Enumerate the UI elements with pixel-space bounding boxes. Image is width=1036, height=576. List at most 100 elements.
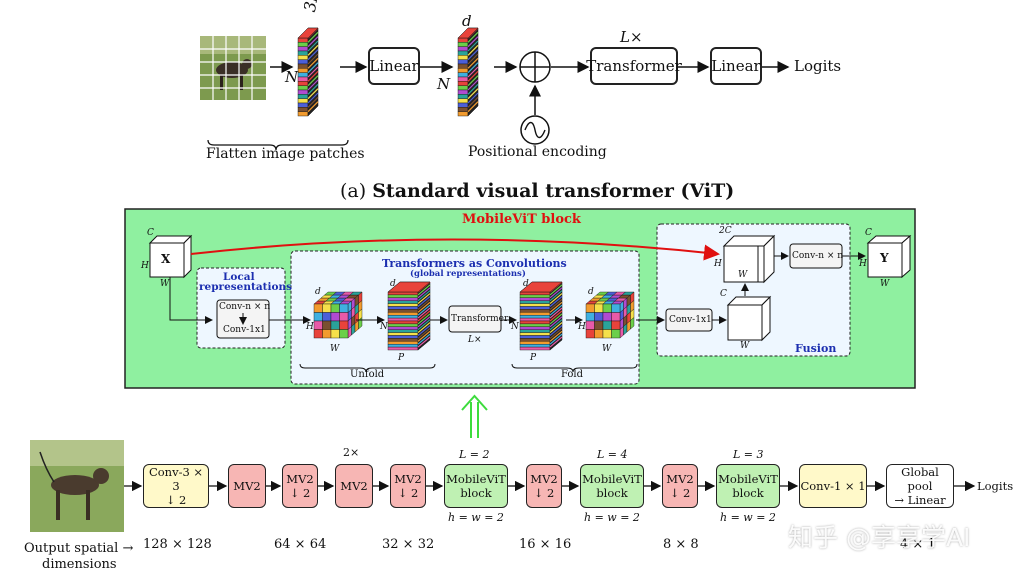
residual-arrow xyxy=(190,238,720,261)
fold-output-cube xyxy=(585,291,635,339)
tac-title: Transformers as Convolutions xyxy=(382,257,567,270)
stack4-d-label: d xyxy=(523,279,529,289)
pipeline-input-image xyxy=(30,440,124,532)
local-conv-1x1: Conv-1x1 xyxy=(223,325,266,335)
stage-global-pool: Global pool→ Linear xyxy=(886,464,954,508)
stack4-n-label: N xyxy=(511,322,519,332)
cube1-w-label: W xyxy=(330,344,340,354)
stage-conv3x3: Conv-3 × 3↓ 2 xyxy=(143,464,209,508)
x-label: X xyxy=(161,252,171,266)
fusion-conv1x1-label: Conv-1x1 xyxy=(669,315,712,325)
x-w-label: W xyxy=(160,279,170,289)
stage-mv2-4: MV2↓ 2 xyxy=(390,464,426,508)
stack3-n-label: N xyxy=(380,322,388,332)
block-title: MobileViT block xyxy=(462,212,581,227)
dim-4: 16 × 16 xyxy=(519,537,572,552)
vit-caption: (a) Standard visual transformer (ViT) xyxy=(340,180,734,202)
stage-mv2-6: MV2↓ 2 xyxy=(662,464,698,508)
l-value-2: L = 4 xyxy=(597,448,628,461)
projected-tensor-cube xyxy=(726,295,772,342)
caption-title: Standard visual transformer (ViT) xyxy=(372,180,735,202)
dim-5: 8 × 8 xyxy=(663,537,699,552)
stage-mv2-1: MV2 xyxy=(228,464,266,508)
block-lx-label: L× xyxy=(468,335,482,345)
local-title-1: Local xyxy=(223,271,255,283)
d-label: d xyxy=(462,12,472,30)
concat-tensor-cube xyxy=(722,234,776,284)
vit-patch-stack xyxy=(297,27,319,117)
stage-mv2-5: MV2↓ 2 xyxy=(526,464,562,508)
n-label-1: N xyxy=(285,68,299,86)
unfolded-patches-stack xyxy=(387,281,431,351)
linear-box-2: Linear xyxy=(710,47,762,85)
vit-embedding-stack xyxy=(457,27,479,117)
block-transformer-box xyxy=(448,305,502,333)
y-h-label: H xyxy=(859,259,867,269)
stage-conv1x1: Conv-1 × 1 xyxy=(799,464,867,508)
linear-box-1: Linear xyxy=(368,47,420,85)
stage-mv2-2: MV2↓ 2 xyxy=(282,464,318,508)
dims-label-2: dimensions xyxy=(42,557,117,572)
watermark: 知乎 @享享学AI xyxy=(788,523,971,552)
fusion-label: Fusion xyxy=(795,342,837,355)
transformer-box: Transformer xyxy=(586,47,682,85)
output-tensor-y xyxy=(866,234,912,279)
x-h-label: H xyxy=(141,261,149,271)
fold-label: Fold xyxy=(561,369,584,380)
concat-w-label: W xyxy=(738,270,748,280)
flatten-caption: Flatten image patches xyxy=(206,146,365,162)
patches-brace xyxy=(207,139,349,151)
dim-2: 64 × 64 xyxy=(274,537,327,552)
stage-mv2-3: MV2 xyxy=(335,464,373,508)
cube2-h-label: H xyxy=(578,322,586,332)
cube1-h-label: H xyxy=(306,322,314,332)
y-c-label: C xyxy=(865,228,872,238)
tac-subtitle: (global representations) xyxy=(410,269,526,279)
l-value-1: L = 2 xyxy=(459,448,490,461)
dim-6: 4 × 1 xyxy=(900,537,936,552)
stack4-p-label: P xyxy=(530,353,537,363)
transformed-patches-stack xyxy=(519,281,563,351)
y-label: Y xyxy=(880,251,889,265)
unfold-brace xyxy=(299,363,436,373)
white-cube-c-label: C xyxy=(720,289,727,299)
local-conv-nxn: Conv-n × n xyxy=(219,302,271,312)
y-w-label: W xyxy=(880,279,890,289)
cube1-d-label: d xyxy=(315,287,321,297)
dim-3: 32 × 32 xyxy=(382,537,435,552)
cube2-d-label: d xyxy=(588,287,594,297)
hw-value-3: h = w = 2 xyxy=(720,511,776,524)
hw-value-2: h = w = 2 xyxy=(584,511,640,524)
cube2-w-label: W xyxy=(602,344,612,354)
expand-arrow-icon xyxy=(461,394,488,438)
dims-label-1: Output spatial → xyxy=(24,541,134,556)
l-value-3: L = 3 xyxy=(733,448,764,461)
block-transformer-label: Transformer xyxy=(451,314,509,324)
x-c-label: C xyxy=(147,228,154,238)
pipeline-logits-label: Logits xyxy=(977,479,1014,493)
stack3-d-label: d xyxy=(390,279,396,289)
white-cube-w-label: W xyxy=(740,341,750,351)
unfold-label: Unfold xyxy=(350,369,385,380)
hw-value-1: h = w = 2 xyxy=(448,511,504,524)
concat-2c-label: 2C xyxy=(719,226,732,236)
sine-wave-icon xyxy=(520,115,550,145)
input-tensor-x xyxy=(148,234,193,279)
dim-1: 128 × 128 xyxy=(143,537,212,552)
lx-label: L× xyxy=(620,28,643,46)
posenc-caption: Positional encoding xyxy=(468,144,607,160)
vit-logits-label: Logits xyxy=(794,57,842,75)
add-icon xyxy=(519,51,551,83)
stack3-p-label: P xyxy=(398,353,405,363)
concat-h-label: H xyxy=(714,259,722,269)
caption-prefix: (a) xyxy=(340,180,367,202)
fusion-conv-nxn-label: Conv-n × n xyxy=(792,251,844,261)
n-label-2: N xyxy=(437,75,451,93)
fold-brace xyxy=(511,363,638,373)
unfold-input-cube xyxy=(313,291,363,339)
vit-input-image xyxy=(200,36,266,100)
